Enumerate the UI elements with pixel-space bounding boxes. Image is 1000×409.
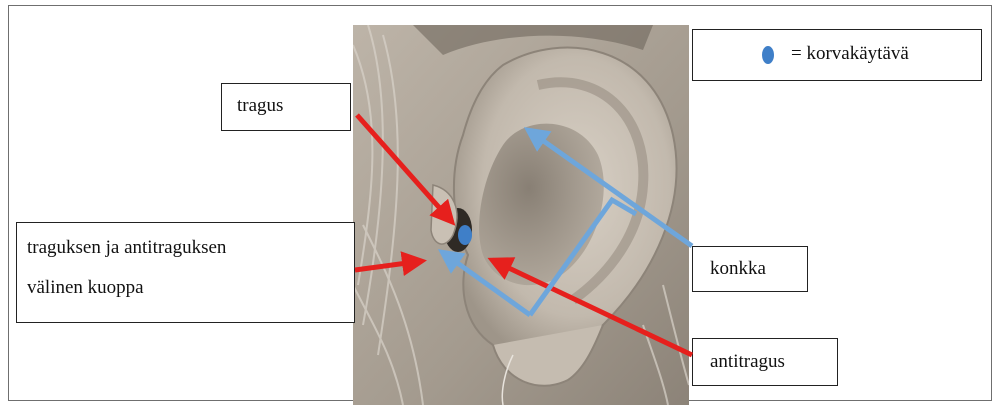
label-tragus: tragus — [221, 83, 351, 131]
label-intertragic-notch-line1: traguksen ja antitraguksen — [27, 237, 354, 259]
label-antitragus: antitragus — [692, 338, 838, 386]
ear-canal-marker-icon — [761, 44, 775, 66]
label-intertragic-notch: traguksen ja antitraguksen välinen kuopp… — [16, 222, 355, 323]
legend: = korvakäytävä — [692, 29, 982, 81]
label-antitragus-text: antitragus — [710, 351, 837, 373]
label-concha-text: konkka — [710, 258, 807, 280]
label-intertragic-notch-line2: välinen kuoppa — [27, 277, 354, 299]
legend-text: = korvakäytävä — [791, 43, 909, 65]
ear-photo-illustration — [353, 25, 689, 405]
label-concha: konkka — [692, 246, 808, 292]
label-tragus-text: tragus — [237, 95, 350, 117]
ear-photo — [353, 25, 689, 405]
